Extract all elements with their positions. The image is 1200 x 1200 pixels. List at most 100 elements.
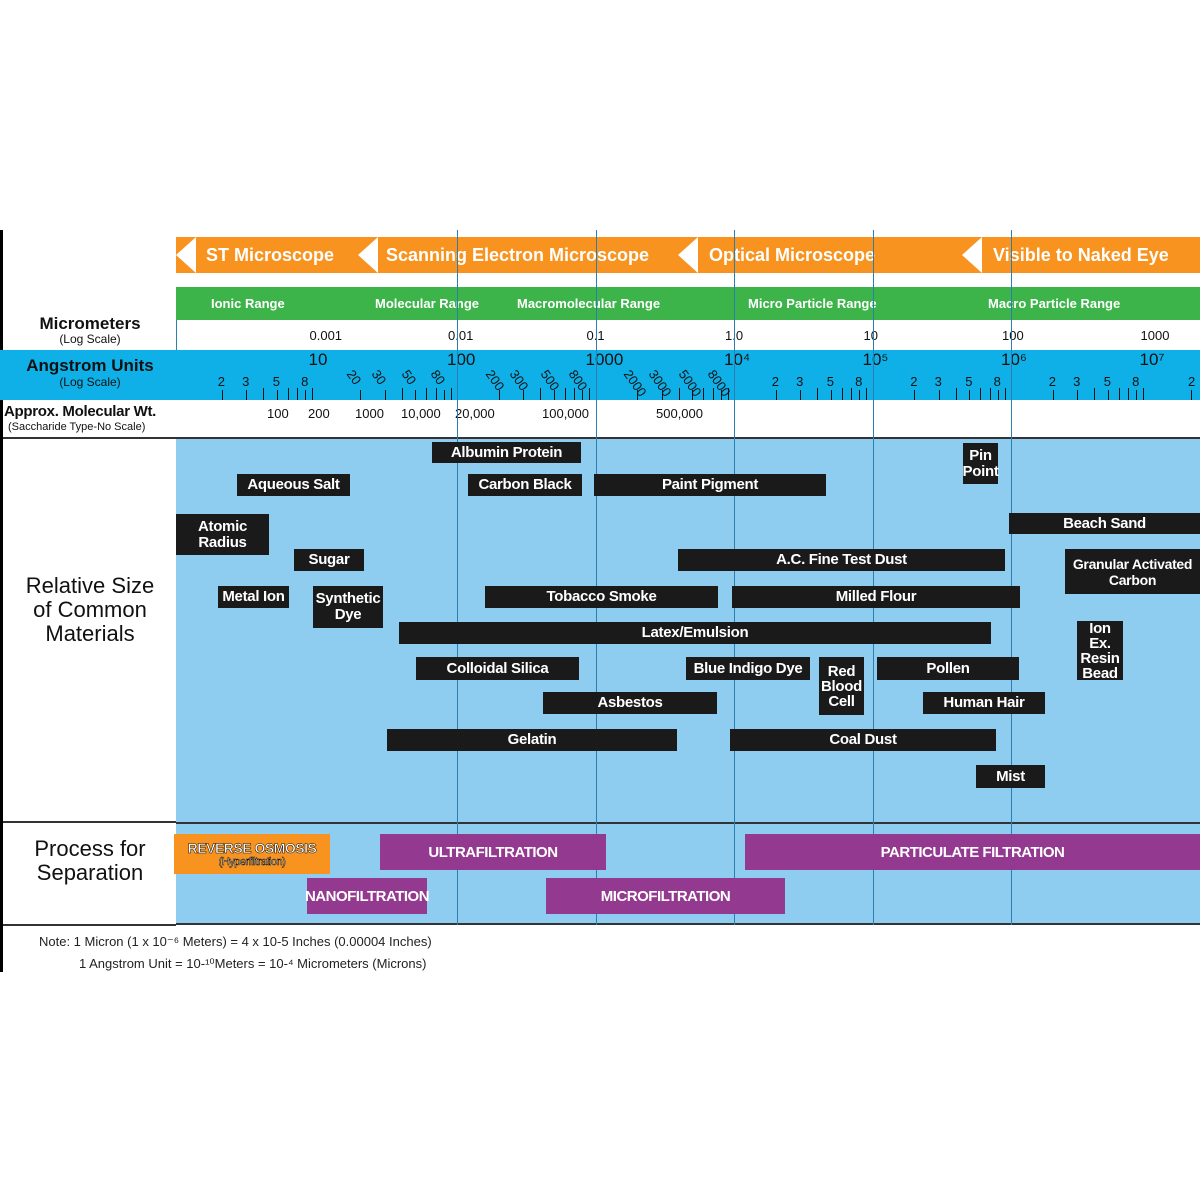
material-bar: Atomic Radius — [176, 514, 269, 555]
decade-gridline — [457, 230, 458, 925]
material-bar: Sugar — [294, 549, 364, 571]
range-macromolecular: Macromolecular Range — [517, 296, 661, 311]
angstrom-tick — [637, 390, 639, 400]
process-hyperfiltration-label: (Hyperfiltration) — [218, 856, 286, 869]
angstrom-tick — [1136, 390, 1138, 402]
material-bar: Pin Point — [963, 443, 999, 484]
angstrom-minor-label: 2000 — [620, 367, 650, 400]
process-particulate-filtration: PARTICULATE FILTRATION — [745, 834, 1200, 870]
arrow-left-icon — [678, 237, 698, 273]
molecular-weight-label: 1000 — [355, 406, 384, 421]
angstrom-tick — [817, 388, 819, 400]
angstrom-tick — [498, 390, 500, 400]
angstrom-minor-label: 800 — [565, 367, 591, 394]
material-bar: Synthetic Dye — [313, 586, 383, 628]
angstrom-tick — [523, 390, 525, 400]
decade-gridline — [595, 230, 597, 925]
angstrom-tick — [540, 388, 542, 400]
angstrom-tick — [589, 388, 591, 400]
microscope-optical: Optical Microscope — [709, 245, 876, 265]
angstrom-decade-label: 10⁴ — [724, 350, 751, 369]
decade-gridline — [872, 230, 874, 925]
angstrom-tick — [851, 388, 853, 400]
angstrom-tick — [1107, 390, 1109, 402]
angstrom-tick — [426, 388, 428, 400]
material-bar: Mist — [976, 765, 1045, 788]
angstrom-minor-label: 2 — [1048, 374, 1056, 389]
material-bar: Albumin Protein — [432, 442, 581, 463]
angstrom-minor-label: 200 — [482, 367, 508, 394]
range-molecular: Molecular Range — [375, 296, 480, 311]
microscope-sem: Scanning Electron Microscope — [386, 245, 650, 265]
range-micro-particle: Micro Particle Range — [748, 296, 877, 311]
angstrom-tick — [678, 388, 680, 400]
angstrom-minor-label: 5000 — [676, 367, 705, 400]
angstrom-decade-label: 10⁷ — [1139, 350, 1165, 369]
angstrom-tick — [938, 390, 940, 400]
material-bar: Red Blood Cell — [819, 657, 864, 715]
material-bar: Beach Sand — [1009, 513, 1200, 534]
angstrom-tick — [830, 390, 832, 402]
material-bar: Human Hair — [923, 692, 1045, 714]
angstrom-tick — [1052, 390, 1054, 400]
angstrom-tick — [415, 390, 417, 402]
angstrom-decade-label: 1000 — [585, 350, 624, 369]
angstrom-tick — [401, 388, 403, 400]
angstrom-minor-label: 30 — [368, 367, 389, 388]
decade-gridline — [1011, 230, 1012, 925]
angstrom-tick — [703, 388, 705, 400]
angstrom-minor-label: 5 — [826, 374, 835, 389]
angstrom-decade-label: 10 — [308, 350, 328, 369]
material-bar: Asbestos — [543, 692, 717, 714]
process-microfiltration: MICROFILTRATION — [546, 878, 785, 914]
angstrom-tick — [775, 390, 777, 400]
angstrom-tick — [841, 388, 843, 400]
angstrom-tick — [443, 390, 445, 402]
angstrom-tick — [312, 388, 314, 400]
angstrom-minor-label: 3 — [242, 374, 250, 389]
angstrom-decade-label: 10⁵ — [862, 350, 889, 369]
note-micron: Note: 1 Micron (1 x 10⁻⁶ Meters) = 4 x 1… — [39, 934, 432, 949]
material-bar: Colloidal Silica — [416, 657, 579, 680]
decade-gridline — [734, 230, 735, 925]
angstrom-tick — [661, 390, 663, 400]
angstrom-tick — [287, 388, 289, 400]
microscope-naked-eye: Visible to Naked Eye — [993, 245, 1169, 265]
angstrom-minor-label: 8 — [993, 374, 1001, 389]
material-bar: Tobacco Smoke — [485, 586, 718, 608]
angstrom-tick — [384, 390, 386, 400]
angstrom-minor-label: 80 — [427, 367, 448, 388]
angstrom-minor-label: 300 — [506, 367, 532, 394]
angstrom-minor-label: 2 — [910, 374, 918, 389]
angstrom-tick — [574, 388, 576, 400]
arrow-left-icon — [962, 237, 982, 273]
angstrom-minor-label: 8 — [1132, 374, 1140, 389]
angstrom-tick — [1004, 388, 1006, 400]
micrometer-tick-label: 0.001 — [309, 328, 343, 343]
angstrom-tick — [305, 390, 307, 402]
angstrom-tick — [553, 390, 555, 402]
micrometer-tick-label: 100 — [1002, 328, 1024, 343]
material-bar: Milled Flour — [732, 586, 1020, 608]
left-border — [0, 230, 3, 972]
label-micrometers-sub: (Log Scale) — [59, 332, 121, 346]
angstrom-tick — [221, 390, 223, 400]
angstrom-tick — [980, 388, 982, 400]
material-bar: A.C. Fine Test Dust — [678, 549, 1005, 571]
angstrom-tick — [276, 390, 278, 402]
angstrom-tick — [1191, 390, 1193, 400]
molecular-weight-label: 100 — [267, 406, 289, 421]
angstrom-minor-label: 8000 — [704, 367, 734, 400]
material-bar: Gelatin — [387, 729, 677, 751]
angstrom-minor-label: 2 — [771, 374, 779, 389]
angstrom-tick — [1094, 388, 1096, 400]
angstrom-tick — [800, 390, 802, 400]
angstrom-tick — [582, 390, 584, 402]
molecular-weight-label: 100,000 — [542, 406, 589, 421]
angstrom-tick — [727, 388, 729, 400]
angstrom-minor-label: 5 — [272, 374, 281, 389]
process-nanofiltration: NANOFILTRATION — [305, 878, 430, 914]
angstrom-tick — [859, 390, 861, 402]
